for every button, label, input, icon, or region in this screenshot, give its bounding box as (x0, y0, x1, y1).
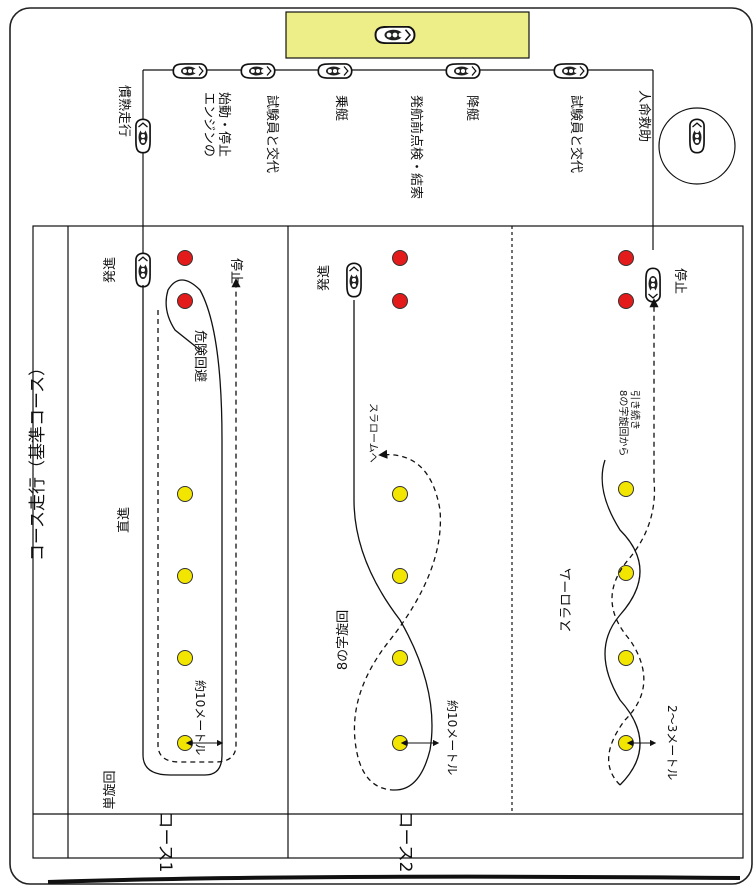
jet-ski-icon (445, 63, 481, 79)
course-table (32, 225, 744, 859)
route-lines (142, 69, 654, 255)
slalom-path (601, 459, 641, 786)
to-slalom-label: スラロームへ (367, 403, 379, 463)
course1-return-path (157, 278, 241, 763)
step-label: 乗艇 (333, 95, 348, 121)
yellow-buoy-icon (177, 486, 193, 502)
rescue-circle (658, 107, 736, 185)
course1-start-label: 発進 (103, 257, 118, 283)
page-title: コース走行（基準コース） (28, 359, 48, 561)
step-label: 試験員と交代 (264, 95, 280, 173)
yellow-buoy-icon (392, 486, 408, 502)
yellow-buoy-icon (618, 565, 634, 581)
step-label: 試験員と交代 (568, 95, 584, 173)
yellow-buoy-icon (618, 650, 634, 666)
yellow-buoy-icon (177, 650, 193, 666)
jet-ski-icon (346, 262, 362, 298)
figure8-path (353, 300, 433, 791)
jet-ski-icon (645, 267, 661, 303)
buoys (177, 250, 634, 751)
step-label: 人命救助 (636, 90, 652, 142)
red-buoy-icon (618, 250, 634, 266)
jet-ski-icon (689, 118, 705, 154)
course1-straight-label: 直進 (117, 507, 132, 533)
slalom-distance-label: 2～3メートル (665, 705, 679, 780)
red-buoy-icon (618, 293, 634, 309)
step-label: 降艇 (464, 95, 479, 121)
jet-ski-icon (553, 63, 589, 79)
course-labels: 発進 停止 危険回避 直進 単旋回 約10メートル 発進 8の字旋回 スラローム… (102, 257, 688, 810)
red-buoy-icon (392, 250, 408, 266)
continue-label: 8の字旋回から引き続き (617, 390, 642, 456)
jet-ski-icon (135, 118, 151, 154)
step-label: 発航前点検・結索 (408, 95, 424, 199)
red-buoy-icon (177, 293, 193, 309)
jet-ski-icon (317, 63, 353, 79)
course1-avoid-label: 危険回避 (192, 330, 207, 382)
figure8-return-path (353, 449, 442, 791)
procedure-labels: 慣熟走行 エンジンの始動・停止 試験員と交代 乗艇 発航前点検・結索 降艇 試験… (116, 85, 652, 199)
step-label: 慣熟走行 (116, 85, 132, 137)
course1-outbound-path (142, 279, 223, 776)
red-buoy-icon (392, 293, 408, 309)
course1-distance-label: 約10メートル (193, 680, 208, 755)
course2-start-label: 発進 (317, 265, 332, 291)
yellow-buoy-icon (392, 568, 408, 584)
course2-slalom-paths (601, 298, 659, 786)
yellow-buoy-icon (392, 650, 408, 666)
row-label-course1: コース1 (155, 812, 175, 873)
row-label-course2: コース2 (395, 812, 415, 873)
course1-turn-label: 単旋回 (102, 770, 118, 809)
yellow-buoy-icon (618, 481, 634, 497)
course2-figure8-paths (353, 300, 442, 791)
yellow-buoy-icon (177, 568, 193, 584)
figure8-label: 8の字旋回 (336, 610, 351, 670)
jet-ski-icon (172, 63, 208, 79)
course2-distance-label: 約10メートル (445, 700, 460, 775)
step-label: エンジンの始動・停止 (201, 92, 232, 157)
frame (9, 7, 753, 885)
course1-paths (142, 278, 241, 776)
jet-ski-icon (374, 26, 416, 44)
red-buoy-icon (177, 250, 193, 266)
jet-ski-icon (135, 252, 151, 288)
course2-stop-label: 停止 (672, 268, 688, 294)
course1-stop-label: 停止 (228, 258, 244, 284)
jet-ski-icon (240, 63, 276, 79)
slalom-label: スラローム (559, 568, 574, 633)
